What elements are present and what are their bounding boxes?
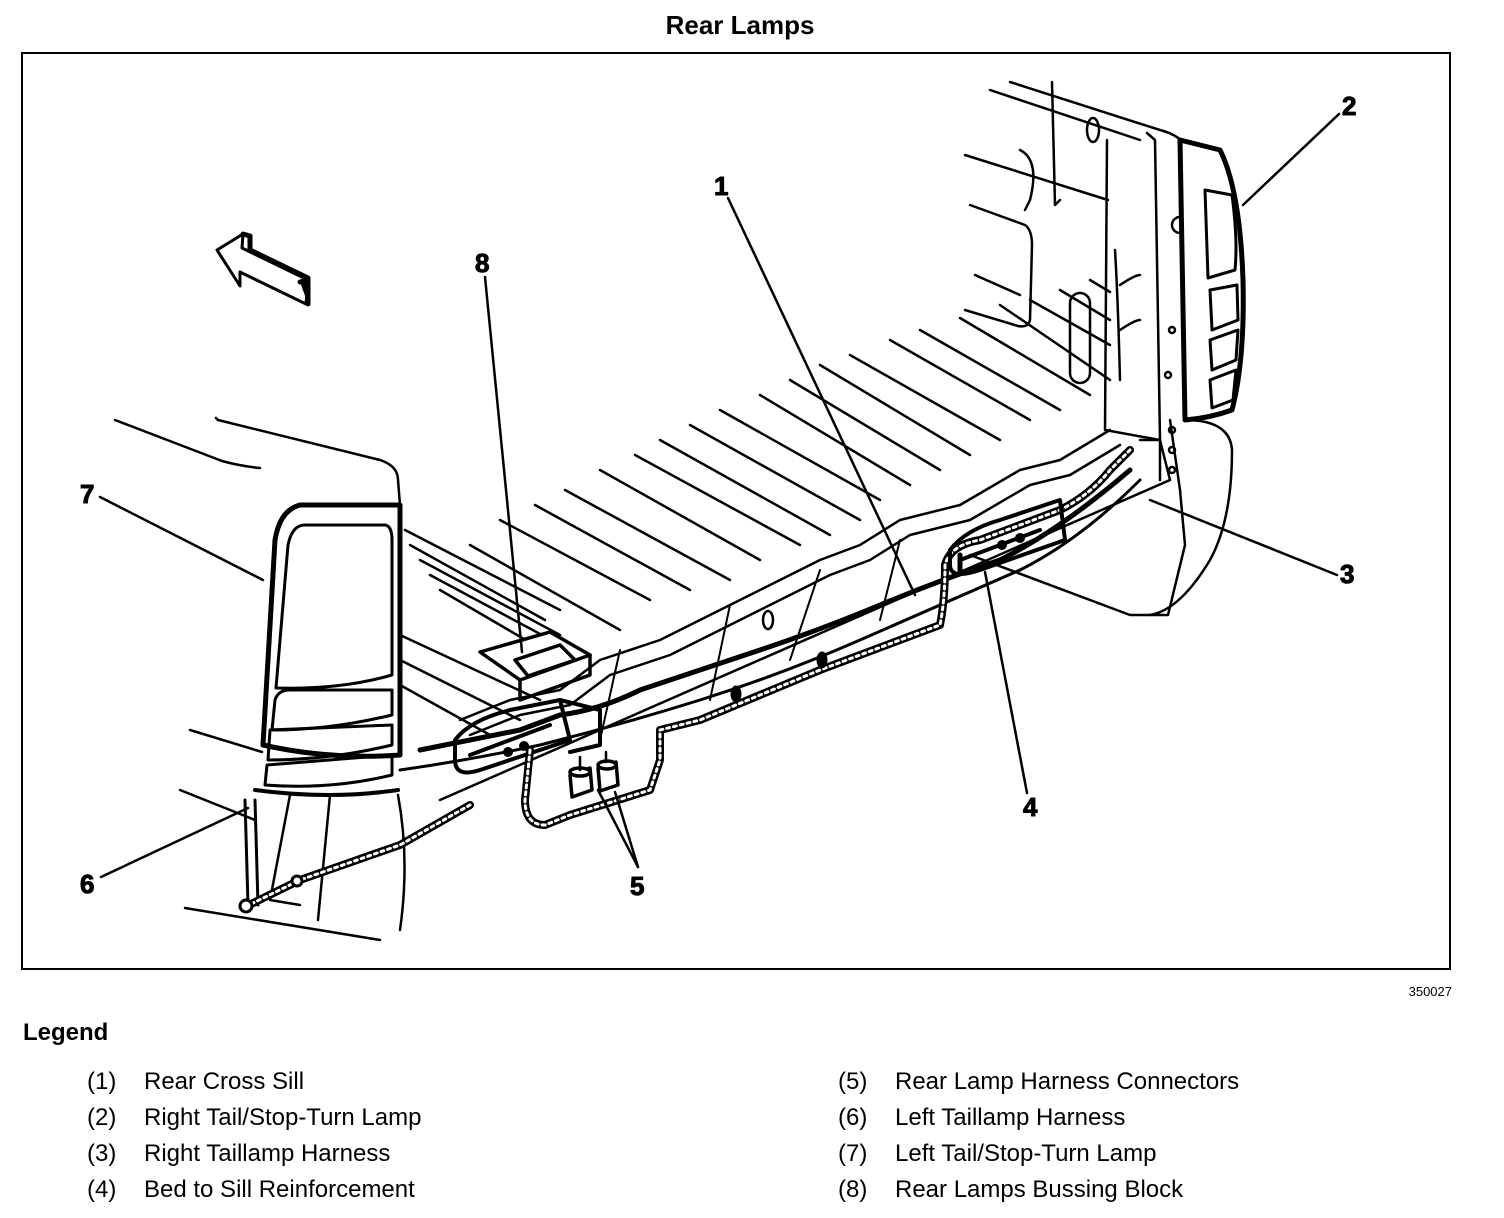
- legend-item: (5) Rear Lamp Harness Connectors: [838, 1068, 1239, 1104]
- callout-3: 3: [1340, 559, 1354, 589]
- callout-8: 8: [475, 248, 489, 278]
- legend-label: Rear Lamp Harness Connectors: [895, 1068, 1240, 1095]
- bed-floor-ribs: [398, 278, 1112, 737]
- right-bed-side: [963, 80, 1192, 442]
- legend-item: (3) Right Taillamp Harness: [87, 1140, 421, 1176]
- legend-item: (6) Left Taillamp Harness: [838, 1104, 1239, 1140]
- figure-id: 350027: [1408, 984, 1452, 999]
- illustration-frame: [21, 52, 1451, 970]
- legend-item: (7) Left Tail/Stop-Turn Lamp: [838, 1140, 1239, 1176]
- rear-lamps-bussing-block: [478, 630, 592, 702]
- diagram-title: Rear Lamps: [665, 10, 815, 40]
- callout-1: 1: [714, 171, 728, 201]
- legend-column-left: (1) Rear Cross Sill (2) Right Tail/Stop-…: [87, 1068, 421, 1212]
- left-tail-lamp: [188, 502, 406, 932]
- leader-6: [99, 806, 250, 879]
- legend-number: (1): [87, 1068, 117, 1095]
- leader-7: [98, 495, 265, 582]
- right-bumper: [968, 418, 1234, 617]
- legend-label: Rear Lamps Bussing Block: [895, 1176, 1184, 1203]
- legend-number: (4): [87, 1176, 117, 1203]
- legend-item: (4) Bed to Sill Reinforcement: [87, 1176, 421, 1212]
- callout-6: 6: [80, 869, 94, 899]
- leader-1: [726, 196, 917, 597]
- front-direction-arrow-icon: [215, 231, 311, 307]
- legend-label: Left Taillamp Harness: [895, 1104, 1126, 1131]
- legend-label: Right Tail/Stop-Turn Lamp: [144, 1104, 422, 1131]
- legend-label: Bed to Sill Reinforcement: [144, 1176, 415, 1203]
- right-tail-lamp: [1177, 137, 1246, 423]
- legend-label: Left Tail/Stop-Turn Lamp: [895, 1140, 1157, 1167]
- callout-leaders: [98, 112, 1341, 879]
- leader-5a: [596, 788, 640, 869]
- legend-number: (8): [838, 1176, 868, 1203]
- legend-number: (6): [838, 1104, 868, 1131]
- leader-4: [983, 570, 1029, 795]
- legend-label: Rear Cross Sill: [144, 1068, 305, 1095]
- bed-crossmember: [458, 428, 1122, 737]
- leader-3: [1148, 498, 1339, 577]
- leader-5b: [613, 790, 640, 869]
- rear-cross-sill: [398, 438, 1172, 802]
- legend-number: (5): [838, 1068, 868, 1095]
- bed-to-sill-reinforcement: [948, 498, 1067, 576]
- legend-number: (3): [87, 1140, 117, 1167]
- callout-7: 7: [80, 479, 94, 509]
- legend-label: Right Taillamp Harness: [144, 1140, 391, 1167]
- left-sill-bracket: [453, 698, 602, 775]
- legend-item: (1) Rear Cross Sill: [87, 1068, 421, 1104]
- legend-number: (7): [838, 1140, 868, 1167]
- legend-item: (8) Rear Lamps Bussing Block: [838, 1176, 1239, 1212]
- callout-5: 5: [630, 871, 644, 901]
- callout-4: 4: [1023, 792, 1038, 822]
- callout-2: 2: [1342, 91, 1356, 121]
- left-bed-side: [113, 416, 402, 942]
- leader-8: [483, 275, 524, 654]
- rear-lamp-harness-connectors: [568, 750, 620, 799]
- legend-item: (2) Right Tail/Stop-Turn Lamp: [87, 1104, 421, 1140]
- legend-column-right: (5) Rear Lamp Harness Connectors (6) Lef…: [838, 1068, 1239, 1212]
- left-taillamp-harness: [238, 801, 474, 914]
- rear-lamp-harness: [521, 446, 1134, 829]
- legend-number: (2): [87, 1104, 117, 1131]
- legend-title: Legend: [23, 1019, 109, 1046]
- leader-2: [1241, 112, 1341, 207]
